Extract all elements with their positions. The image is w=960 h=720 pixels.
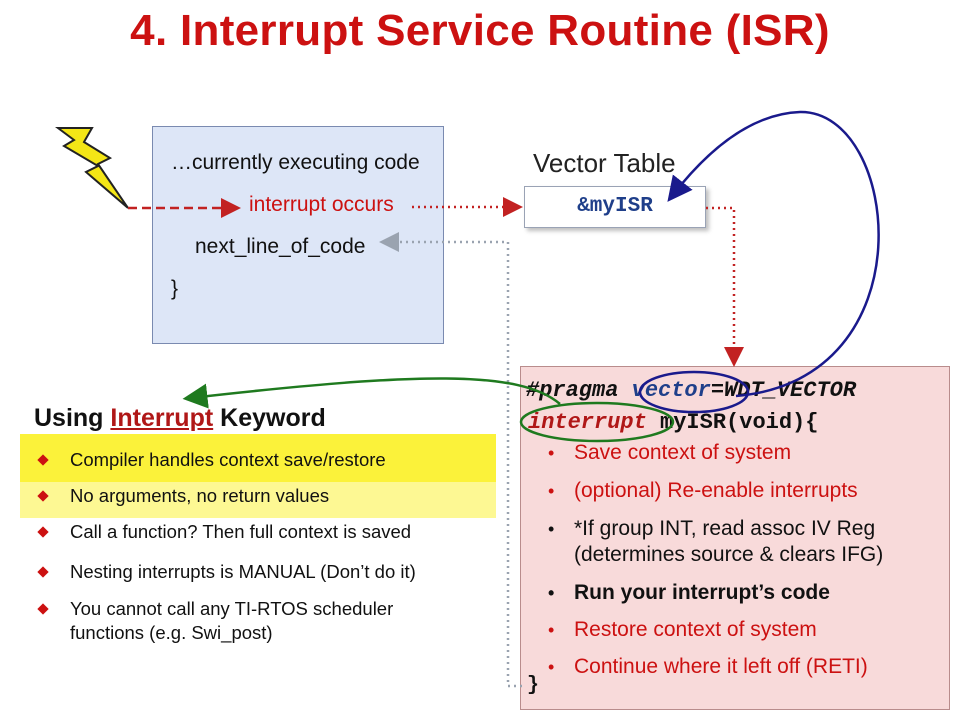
keyword-bullet-text: You cannot call any TI-RTOS scheduler: [70, 598, 394, 619]
interrupt-curve-arrow: [182, 377, 561, 409]
keyword-bullet-text: Nesting interrupts is MANUAL (Don’t do i…: [70, 561, 416, 582]
isr-bullet-item: • Restore context of system: [548, 617, 817, 643]
interrupt-highlight-ellipse: [519, 401, 675, 443]
vector-curve-arrow: [667, 110, 880, 398]
bullet-dot: •: [548, 583, 555, 603]
to-isr-arrow: [706, 206, 744, 367]
isr-bullet-item: • Save context of system: [548, 440, 791, 466]
interrupt-keyword: interrupt: [528, 410, 647, 435]
keyword-bullet-text: No arguments, no return values: [70, 485, 330, 506]
bullet-dot: •: [548, 519, 555, 539]
vector-assignment: =WDT_VECTOR: [710, 378, 857, 403]
bullet-dot: •: [548, 657, 555, 677]
isr-closing-brace: }: [527, 674, 540, 697]
code-line-interrupt: interrupt occurs: [249, 193, 394, 216]
isr-bullet-item: (determines source & clears IFG): [548, 542, 883, 568]
isr-code-box: [520, 366, 950, 710]
vector-table-label: Vector Table: [533, 148, 676, 178]
isr-bullet-item: • *If group INT, read assoc IV Reg: [548, 516, 875, 542]
bullet-dot: •: [548, 620, 555, 640]
isr-bullet-item: • Run your interrupt’s code: [548, 580, 830, 606]
isr-bullet-item: • (optional) Re-enable interrupts: [548, 478, 858, 504]
isr-bullet-text: (optional) Re-enable interrupts: [574, 479, 858, 502]
pragma-keyword: #pragma: [526, 378, 619, 403]
isr-signature: myISR(void){: [646, 410, 819, 435]
isr-bullet-text: (determines source & clears IFG): [574, 543, 884, 566]
code-line-next: next_line_of_code: [195, 235, 366, 258]
isr-bullet-text: Save context of system: [574, 441, 792, 464]
isr-bullet-text: Run your interrupt’s code: [574, 581, 830, 604]
highlight-band-2: [20, 482, 496, 518]
code-line-current: …currently executing code: [171, 151, 420, 174]
pragma-line: #pragma vector=WDT_VECTOR: [526, 378, 856, 403]
highlight-band-1: [20, 434, 496, 482]
keyword-bullet-text: Call a function? Then full context is sa…: [70, 521, 412, 542]
bullet-dot: •: [548, 443, 555, 463]
code-line-brace: }: [171, 277, 179, 300]
isr-bullet-text: *If group INT, read assoc IV Reg: [574, 517, 876, 540]
page-title: 4. Interrupt Service Routine (ISR): [130, 6, 830, 55]
vector-highlight-ellipse: [638, 370, 750, 414]
keyword-heading: Using Interrupt Keyword: [34, 404, 326, 432]
isr-bullet-text: Continue where it left off (RETI): [574, 655, 868, 678]
isr-signature-line: interrupt myISR(void){: [528, 410, 818, 435]
heading-interrupt-keyword: Interrupt: [110, 404, 214, 432]
keyword-bullet-text: Compiler handles context save/restore: [70, 449, 386, 470]
isr-bullet-item: • Continue where it left off (RETI): [548, 654, 868, 680]
isr-bullet-text: Restore context of system: [574, 618, 817, 641]
lightning-bolt-icon: [55, 127, 129, 209]
bullet-dot: •: [548, 481, 555, 501]
return-arrow: [379, 232, 522, 688]
keyword-bullet-text: functions (e.g. Swi_post): [70, 622, 273, 643]
